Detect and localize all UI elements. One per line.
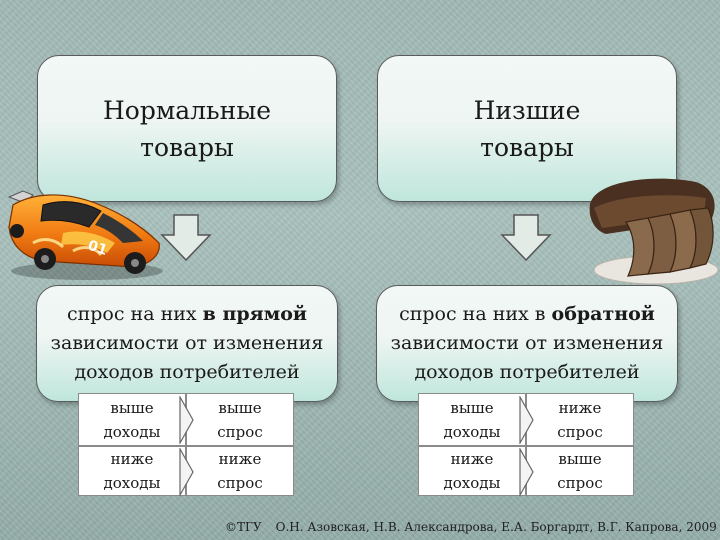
bread-image bbox=[589, 178, 719, 285]
chevron-right-icon bbox=[519, 396, 534, 444]
footer-copyright: ©ТГУ bbox=[225, 520, 262, 534]
cell-text-line1: выше bbox=[558, 450, 602, 468]
normal-row1-demand-cell: выше спрос bbox=[186, 393, 294, 446]
footer-credits: ©ТГУ О.Н. Азовская, Н.В. Александрова, Е.… bbox=[225, 520, 717, 534]
normal-goods-description-box: спрос на них в прямой зависимости от изм… bbox=[36, 285, 338, 402]
cell-text-line2: доходы bbox=[443, 422, 501, 441]
chevron-right-icon bbox=[519, 448, 534, 496]
inferior-goods-description-line1: спрос на них в обратной bbox=[391, 300, 664, 329]
inferior-goods-description-text: спрос на них в bbox=[399, 303, 552, 325]
normal-goods-description-line2: зависимости от изменения bbox=[50, 332, 324, 354]
normal-goods-description-line1: спрос на них в прямой bbox=[51, 300, 324, 329]
cell-text-line2: доходы bbox=[103, 474, 161, 492]
normal-goods-title-box: Нормальные товары bbox=[37, 55, 337, 202]
cell-text-line1: выше bbox=[218, 398, 262, 417]
cell-text-line1: ниже bbox=[218, 450, 262, 468]
cell-text-line2: спрос bbox=[217, 474, 263, 492]
cell-text-line1: выше bbox=[450, 398, 494, 417]
inferior-goods-description-line3: доходов потребителей bbox=[414, 361, 640, 383]
cell-text-line2: доходы bbox=[443, 474, 501, 492]
cell-text-line2: спрос bbox=[217, 422, 263, 441]
footer-authors: О.Н. Азовская, Н.В. Александрова, Е.А. Б… bbox=[275, 520, 717, 534]
race-car-image: 01 bbox=[7, 190, 163, 280]
cell-text-line1: ниже bbox=[450, 450, 494, 468]
normal-row1-income-cell: выше доходы bbox=[78, 393, 186, 446]
normal-goods-description-text: спрос на них bbox=[66, 303, 203, 325]
inferior-row2-income-cell: ниже доходы bbox=[418, 446, 526, 496]
down-arrow-icon bbox=[500, 214, 552, 262]
normal-goods-title-line1: Нормальные bbox=[102, 95, 272, 125]
inferior-row1-income-cell: выше доходы bbox=[418, 393, 526, 446]
cell-text-line1: выше bbox=[110, 398, 154, 417]
inferior-goods-description-line2: зависимости от изменения bbox=[390, 332, 664, 354]
normal-goods-relation-emphasis: в прямой bbox=[202, 303, 307, 325]
inferior-goods-description-box: спрос на них в обратной зависимости от и… bbox=[376, 285, 678, 402]
cell-text-line2: спрос bbox=[557, 474, 603, 492]
inferior-goods-relation-emphasis: обратной bbox=[551, 303, 655, 325]
inferior-goods-title-line2: товары bbox=[480, 132, 574, 162]
chevron-right-icon bbox=[179, 448, 194, 496]
normal-row2-income-cell: ниже доходы bbox=[78, 446, 186, 496]
down-arrow-icon bbox=[160, 214, 212, 262]
cell-text-line1: ниже bbox=[558, 398, 602, 417]
cell-text-line2: спрос bbox=[557, 422, 603, 441]
inferior-row2-demand-cell: выше спрос bbox=[526, 446, 634, 496]
chevron-right-icon bbox=[179, 396, 194, 444]
inferior-row1-demand-cell: ниже спрос bbox=[526, 393, 634, 446]
normal-row2-demand-cell: ниже спрос bbox=[186, 446, 294, 496]
normal-goods-title-line2: товары bbox=[140, 132, 234, 162]
svg-text:01: 01 bbox=[86, 238, 109, 259]
normal-goods-description-line3: доходов потребителей bbox=[74, 361, 300, 383]
cell-text-line2: доходы bbox=[103, 422, 161, 441]
inferior-goods-title-box: Низшие товары bbox=[377, 55, 677, 202]
cell-text-line1: ниже bbox=[110, 450, 154, 468]
inferior-goods-title-line1: Низшие bbox=[473, 95, 581, 125]
